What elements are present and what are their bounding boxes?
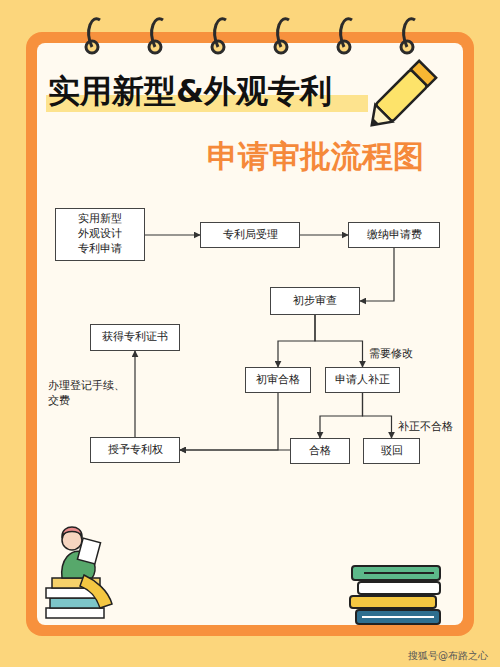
reader-illustration <box>46 527 112 618</box>
connector-arrow <box>363 393 392 438</box>
box-label: 专利局受理 <box>223 228 278 243</box>
watermark: 搜狐号@布路之心 <box>408 649 488 663</box>
title-text: 实用新型&外观专利 <box>48 70 332 114</box>
process-box: 申请人补正 <box>325 367 400 393</box>
box-label: 授予专利权 <box>108 443 163 458</box>
connector-arrow <box>315 315 363 367</box>
box-label: 驳回 <box>381 444 403 459</box>
box-label: 获得专利证书 <box>102 330 168 345</box>
card-frame <box>26 32 474 636</box>
process-box: 驳回 <box>363 438 420 464</box>
edge-label: 办理登记手续、交费 <box>47 379 129 409</box>
process-box: 授予专利权 <box>90 437 180 463</box>
edge-label: 需要修改 <box>368 347 414 362</box>
process-box: 专利局受理 <box>200 222 300 248</box>
book-stack <box>350 566 440 624</box>
process-box: 初审合格 <box>245 367 311 393</box>
connector-arrow <box>360 248 394 301</box>
connector-arrow <box>145 234 200 235</box>
process-box: 获得专利证书 <box>90 324 180 351</box>
box-label: 实用新型 外观设计 专利申请 <box>75 212 126 257</box>
process-box: 实用新型 外观设计 专利申请 <box>55 208 145 261</box>
connector-arrow <box>278 315 315 367</box>
box-label: 合格 <box>309 444 331 459</box>
process-box: 初步审查 <box>270 287 360 315</box>
box-label: 初步审查 <box>293 294 337 309</box>
process-box: 合格 <box>290 438 350 464</box>
connector-arrow <box>320 393 363 438</box>
box-label: 初审合格 <box>256 373 300 388</box>
edge-label: 补正不合格 <box>397 420 454 435</box>
process-box: 缴纳申请费 <box>348 222 440 248</box>
connector-arrow <box>180 393 278 450</box>
pencil-icon <box>363 61 436 134</box>
connector-arrow <box>134 351 135 437</box>
card-paper <box>37 43 463 625</box>
box-label: 缴纳申请费 <box>367 228 422 243</box>
connector-arrow <box>180 449 290 450</box>
binder-rings <box>86 19 415 53</box>
subtitle-text: 申请审批流程图 <box>180 136 450 178</box>
box-label: 申请人补正 <box>335 373 390 388</box>
connector-arrow <box>300 234 348 235</box>
